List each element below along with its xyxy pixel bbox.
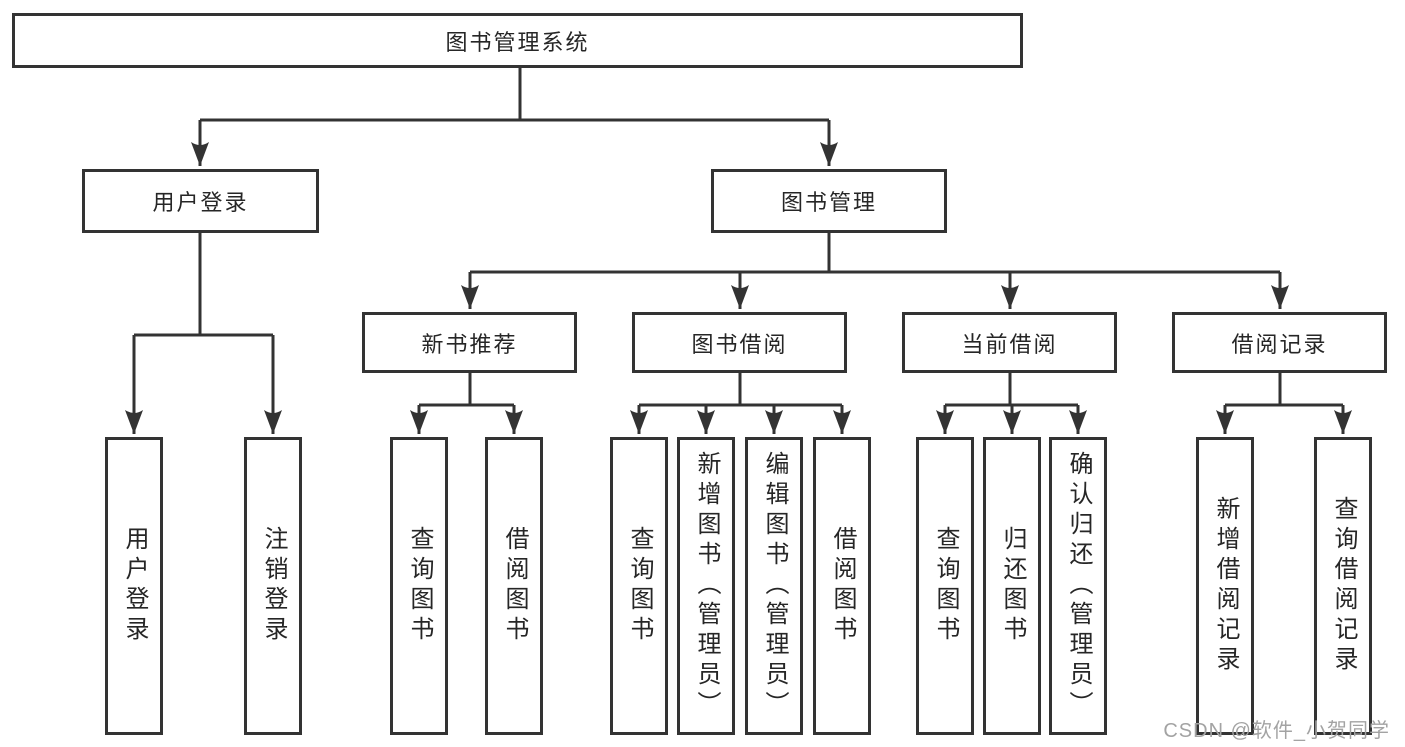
node-book-management-label: 图书管理 [780, 190, 877, 215]
leaf-borrow-borrow-books: 借阅图书 [813, 437, 871, 735]
leaf-newbook-borrow-books: 借阅图书 [485, 437, 543, 735]
connector-rails [134, 68, 1343, 407]
leaf-borrow-edit-books-admin-label: 编辑图书（管理员） [761, 451, 788, 721]
leaf-current-return-books: 归还图书 [983, 437, 1041, 735]
leaf-logout-login-label: 注销登录 [260, 526, 287, 646]
node-borrow-records-label: 借阅记录 [1231, 331, 1328, 357]
node-book-management: 图书管理 [711, 169, 947, 233]
leaf-newbook-query-books-label: 查询图书 [406, 526, 433, 646]
node-borrow-records: 借阅记录 [1172, 312, 1387, 373]
node-library-system-label: 图书管理系统 [445, 29, 590, 55]
node-user-login: 用户登录 [82, 169, 319, 233]
node-library-system: 图书管理系统 [12, 13, 1023, 68]
leaf-current-query-books-label: 查询图书 [932, 526, 959, 646]
node-book-borrow-label: 图书借阅 [691, 331, 788, 357]
leaf-borrow-query-books-label: 查询图书 [626, 526, 653, 646]
leaf-records-add-record-label: 新增借阅记录 [1212, 496, 1239, 676]
leaf-borrow-add-books-admin-label: 新增图书（管理员） [693, 451, 720, 721]
leaf-newbook-query-books: 查询图书 [390, 437, 448, 735]
leaf-user-login: 用户登录 [105, 437, 163, 735]
leaf-records-add-record: 新增借阅记录 [1196, 437, 1254, 735]
leaf-current-confirm-return-admin-label: 确认归还（管理员） [1065, 451, 1092, 721]
node-user-login-label: 用户登录 [152, 190, 249, 215]
watermark: CSDN @软件_小贺同学 [1163, 720, 1390, 742]
node-new-book-recommend-label: 新书推荐 [421, 331, 518, 357]
leaf-borrow-query-books: 查询图书 [610, 437, 668, 735]
node-book-borrow: 图书借阅 [632, 312, 847, 373]
leaf-records-query-record: 查询借阅记录 [1314, 437, 1372, 735]
leaf-borrow-edit-books-admin: 编辑图书（管理员） [745, 437, 803, 735]
node-current-borrow-label: 当前借阅 [961, 331, 1058, 357]
leaf-borrow-add-books-admin: 新增图书（管理员） [677, 437, 735, 735]
leaf-current-query-books: 查询图书 [916, 437, 974, 735]
node-current-borrow: 当前借阅 [902, 312, 1117, 373]
node-new-book-recommend: 新书推荐 [362, 312, 577, 373]
leaf-records-query-record-label: 查询借阅记录 [1330, 496, 1357, 676]
leaf-newbook-borrow-books-label: 借阅图书 [501, 526, 528, 646]
leaf-current-return-books-label: 归还图书 [999, 526, 1026, 646]
leaf-user-login-label: 用户登录 [121, 526, 148, 646]
leaf-borrow-borrow-books-label: 借阅图书 [829, 526, 856, 646]
leaf-current-confirm-return-admin: 确认归还（管理员） [1049, 437, 1107, 735]
leaf-logout-login: 注销登录 [244, 437, 302, 735]
